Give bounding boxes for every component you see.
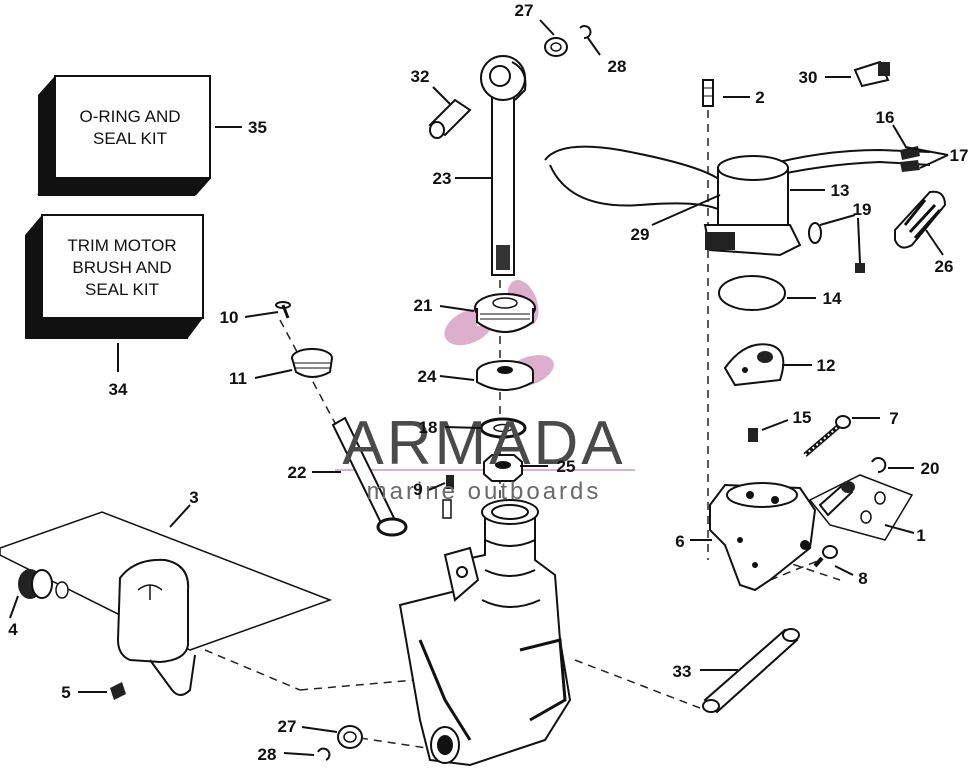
callout-8: 8 [858, 569, 867, 588]
tube-22 [331, 416, 408, 537]
nut-25 [483, 454, 523, 482]
pump-6 [709, 482, 817, 592]
callout-14: 14 [823, 289, 842, 308]
callout-27-bottom: 27 [278, 717, 297, 736]
watermark-title: ARMADA [342, 409, 625, 478]
callout-15: 15 [793, 408, 812, 427]
fitting-11 [291, 348, 333, 378]
screw-9 [442, 475, 454, 519]
callout-28-bottom: 28 [258, 745, 277, 764]
callout-12: 12 [817, 356, 836, 375]
kit-35-box: O-RING AND SEAL KIT 35 [37, 75, 267, 196]
trim-motor-13 [544, 145, 931, 257]
callout-19: 19 [853, 200, 872, 219]
callout-21: 21 [414, 296, 433, 315]
cylinder-cap-21 [474, 293, 536, 333]
kit-35-line-2: SEAL KIT [93, 129, 167, 148]
callout-23: 23 [433, 169, 452, 188]
callout-7: 7 [889, 409, 898, 428]
callout-32: 32 [411, 67, 430, 86]
callout-3: 3 [189, 488, 198, 507]
callout-35: 35 [248, 118, 267, 137]
callout-28-top: 28 [608, 57, 627, 76]
bushing-27-top [544, 37, 568, 57]
mounting-plate-3 [0, 511, 333, 696]
screw-5 [110, 682, 126, 700]
washer-18 [479, 417, 527, 439]
callout-11: 11 [229, 369, 247, 388]
watermark-subtitle: marine outboards [367, 478, 602, 505]
trim-rod-23 [480, 55, 527, 276]
kit-35-line-1: O-RING AND [79, 107, 180, 126]
leader-lines [78, 19, 949, 756]
kit-34-line-3: SEAL KIT [85, 280, 159, 299]
callout-1: 1 [916, 526, 925, 545]
callout-17: 17 [950, 146, 969, 165]
kit-34-line-1: TRIM MOTOR [67, 236, 176, 255]
callout-5: 5 [61, 683, 70, 702]
trim-cylinder-housing [398, 499, 572, 767]
ring-28-bottom [317, 747, 331, 761]
callout-16: 16 [876, 108, 895, 127]
callout-2: 2 [755, 88, 764, 107]
ring-20 [871, 457, 887, 474]
kit-34-box: TRIM MOTOR BRUSH AND SEAL KIT 34 [25, 214, 204, 399]
callout-27-top: 27 [515, 1, 534, 20]
callout-22: 22 [288, 463, 307, 482]
kit-34-line-2: BRUSH AND [72, 258, 171, 277]
bushing-4 [9, 569, 69, 619]
callout-24: 24 [418, 367, 437, 386]
callout-26: 26 [935, 257, 954, 276]
callout-34: 34 [109, 380, 128, 399]
callout-10: 10 [220, 308, 239, 327]
ring-28-top [579, 25, 592, 39]
callout-18: 18 [419, 418, 438, 437]
screw-2 [702, 79, 714, 107]
o-ring-14 [718, 275, 786, 311]
piston-24 [476, 360, 534, 391]
cover-12 [723, 343, 785, 387]
callout-6: 6 [675, 532, 684, 551]
sleeve-26 [894, 190, 947, 249]
callout-13: 13 [831, 181, 850, 200]
screw-8 [813, 545, 838, 568]
callout-25: 25 [557, 457, 576, 476]
callout-29: 29 [631, 225, 650, 244]
pin-32 [428, 98, 472, 139]
screw-15 [748, 428, 758, 442]
screw-19 [808, 222, 865, 273]
callout-33: 33 [673, 662, 692, 681]
callout-4: 4 [8, 620, 18, 639]
callout-30: 30 [799, 68, 818, 87]
bushing-27-bottom [337, 725, 363, 749]
pivot-pin-33 [702, 628, 800, 714]
callout-20: 20 [921, 459, 940, 478]
bolt-7 [803, 415, 851, 457]
valve-plate-1 [808, 474, 914, 541]
connector-30 [853, 60, 890, 88]
callout-9: 9 [413, 480, 422, 499]
screw-10 [275, 301, 291, 319]
callout-labels: 27 28 32 23 21 24 18 25 22 9 10 11 3 4 5… [8, 1, 968, 764]
